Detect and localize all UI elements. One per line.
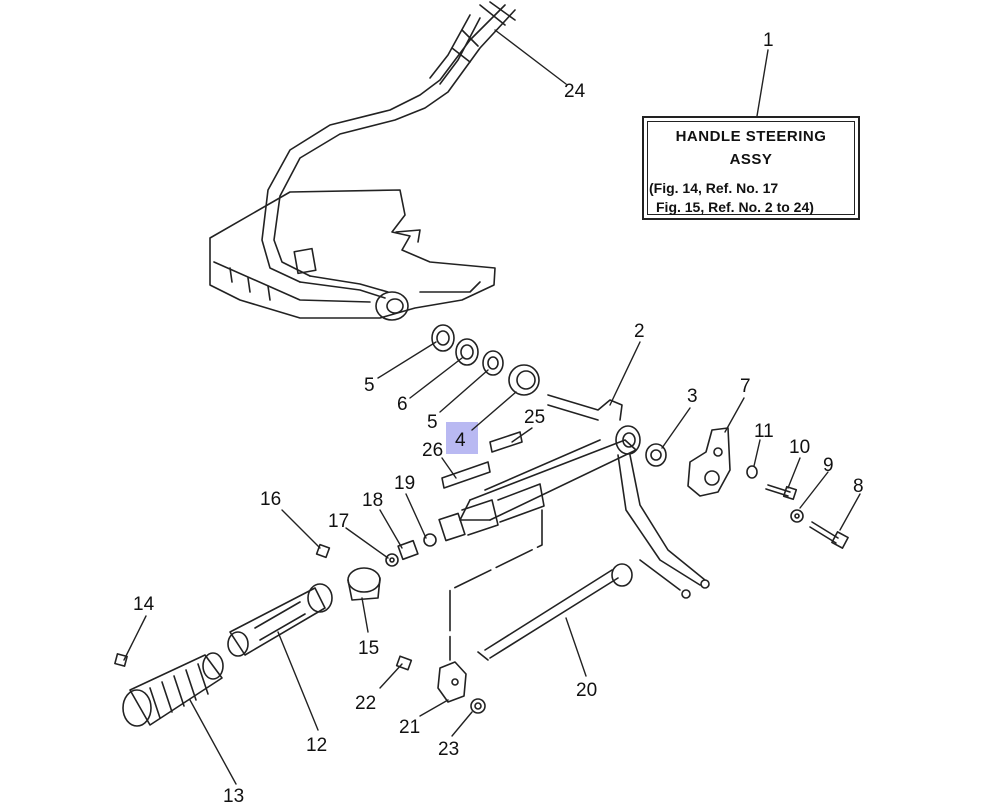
label-part-10: 10 bbox=[789, 437, 810, 458]
shim-plates bbox=[441, 431, 523, 489]
assembly-callout-box: HANDLE STEERING ASSY (Fig. 14, Ref. No. … bbox=[642, 116, 860, 220]
highlight-part-4 bbox=[446, 422, 478, 454]
label-part-5-lower: 5 bbox=[427, 412, 438, 433]
assembly-title-line2: ASSY bbox=[729, 151, 773, 168]
arm-cables bbox=[617, 454, 710, 599]
part-number-labels: 1 24 2 3 7 11 10 9 8 5 6 5 25 4 26 16 19… bbox=[133, 30, 864, 807]
label-part-26: 26 bbox=[422, 440, 443, 461]
label-part-4: 4 bbox=[455, 430, 466, 451]
assembly-guide-line bbox=[449, 509, 543, 661]
bolts-and-washers bbox=[746, 465, 849, 549]
label-part-3: 3 bbox=[687, 386, 698, 407]
label-part-21: 21 bbox=[399, 717, 420, 738]
label-part-23: 23 bbox=[438, 739, 459, 760]
label-part-16: 16 bbox=[260, 489, 281, 510]
grip-sleeve-12 bbox=[227, 583, 333, 657]
label-part-20: 20 bbox=[576, 680, 597, 701]
leader-lines bbox=[123, 29, 861, 785]
bracket-plate-7 bbox=[687, 427, 731, 497]
label-part-7: 7 bbox=[740, 376, 751, 397]
friction-hardware bbox=[315, 533, 437, 567]
label-part-8: 8 bbox=[853, 476, 864, 497]
label-part-11: 11 bbox=[754, 421, 774, 442]
control-cables bbox=[261, 1, 516, 299]
label-part-9: 9 bbox=[823, 455, 834, 476]
label-part-24: 24 bbox=[564, 81, 586, 102]
label-part-22: 22 bbox=[355, 693, 376, 714]
label-part-2: 2 bbox=[634, 321, 645, 342]
assembly-callout-inner-border bbox=[647, 121, 855, 215]
label-part-15: 15 bbox=[358, 638, 379, 659]
label-part-25: 25 bbox=[524, 407, 545, 428]
bushing-3 bbox=[645, 443, 667, 467]
steering-arm bbox=[438, 394, 641, 542]
label-part-19: 19 bbox=[394, 473, 415, 494]
label-part-14: 14 bbox=[133, 594, 155, 615]
grip-cap-15 bbox=[347, 567, 381, 601]
bracket-bushing bbox=[375, 291, 409, 321]
assembly-ref-line1: (Fig. 14, Ref. No. 17 bbox=[649, 180, 779, 196]
assembly-ref-line2: Fig. 15, Ref. No. 2 to 24) bbox=[656, 199, 814, 215]
shaft-clamp bbox=[395, 655, 486, 714]
engine-bracket-drawing bbox=[209, 189, 496, 319]
label-part-17: 17 bbox=[328, 511, 349, 532]
label-part-18: 18 bbox=[362, 490, 383, 511]
label-part-5-upper: 5 bbox=[364, 375, 375, 396]
throttle-shaft bbox=[477, 563, 633, 661]
washer-stack bbox=[431, 324, 540, 396]
handle-grip-13 bbox=[114, 652, 224, 727]
label-part-12: 12 bbox=[306, 735, 327, 756]
assembly-title-line1: HANDLE STEERING bbox=[675, 128, 827, 145]
label-part-13: 13 bbox=[223, 786, 244, 807]
label-part-6: 6 bbox=[397, 394, 408, 415]
label-part-1: 1 bbox=[763, 30, 774, 51]
